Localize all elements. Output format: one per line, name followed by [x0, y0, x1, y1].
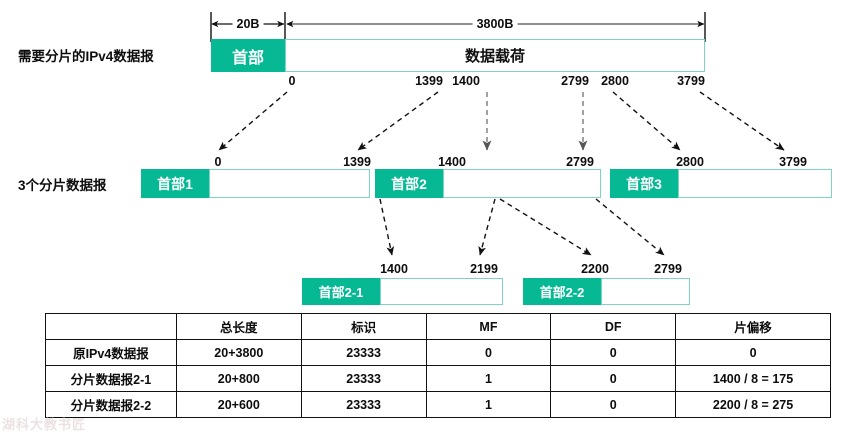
subfragment-2-end: 2799: [654, 262, 682, 276]
subfragment-1-start: 1400: [380, 262, 408, 276]
table-row-0-identification: 23333: [300, 339, 427, 366]
original-offset-1400: 1400: [452, 74, 480, 88]
fragment-1-start: 0: [214, 155, 222, 169]
table-row-1-df: 0: [550, 365, 677, 392]
table-row-0-df: 0: [550, 339, 677, 366]
table-row-1-fragment-offset: 1400 / 8 = 175: [675, 365, 831, 392]
table-row-2-total-length: 20+600: [175, 391, 302, 418]
table-header-df: DF: [550, 313, 677, 340]
table-row-0-total-length: 20+3800: [175, 339, 302, 366]
table-corner-cell: [45, 313, 177, 340]
table-row-1-mf: 1: [425, 365, 552, 392]
table-row-0-mf: 0: [425, 339, 552, 366]
table-header-mf: MF: [425, 313, 552, 340]
original-offset-0: 0: [288, 74, 296, 88]
fragment-1-payload-block: [209, 169, 370, 198]
subfragment-1-payload-block: [380, 278, 503, 305]
table-header-fragment-offset: 片偏移: [675, 313, 831, 340]
table-row-0-name: 原IPv4数据报: [45, 339, 177, 366]
fragment-2-payload-block: [443, 169, 601, 198]
original-offset-2800: 2800: [601, 74, 629, 88]
table-row: 分片数据报2-1 20+800 23333 1 0 1400 / 8 = 175: [45, 365, 831, 392]
subfragment-2-header-block: 首部2-2: [523, 278, 601, 305]
table-row: 原IPv4数据报 20+3800 23333 0 0 0: [45, 339, 831, 366]
subfragment-2-payload-block: [601, 278, 690, 305]
original-payload-block: 数据载荷: [285, 39, 705, 72]
fragment-2-bar: 首部2: [375, 169, 601, 198]
original-offset-1399: 1399: [415, 74, 443, 88]
row-label-three-fragments: 3个分片数据报: [18, 178, 107, 193]
subfragment-1-header-block: 首部2-1: [302, 278, 380, 305]
subfragment-2-header-label: 首部2-2: [539, 285, 585, 300]
table-header-total-length: 总长度: [175, 313, 302, 340]
table-row-2-name: 分片数据报2-2: [45, 391, 177, 418]
watermark: 湖科大教书匠: [2, 417, 87, 432]
table-row-2-identification: 23333: [300, 391, 427, 418]
table-header-row: 总长度 标识 MF DF 片偏移: [45, 313, 831, 340]
row-label-original-datagram: 需要分片的IPv4数据报: [18, 49, 154, 64]
table-header-identification: 标识: [300, 313, 427, 340]
original-datagram-bar: 首部 数据载荷: [211, 39, 705, 72]
fragment-3-header-block: 首部3: [610, 169, 678, 198]
original-header-block: 首部: [211, 39, 285, 72]
fragment-spec-table: 总长度 标识 MF DF 片偏移 原IPv4数据报 20+3800 23333 …: [45, 313, 831, 418]
subfragment-1-bar: 首部2-1: [302, 278, 503, 305]
dimension-label-header-size: 20B: [232, 17, 264, 31]
table-row-2-mf: 1: [425, 391, 552, 418]
fragment-1-end: 1399: [343, 155, 371, 169]
subfragment-2-bar: 首部2-2: [523, 278, 690, 305]
table-row-2-fragment-offset: 2200 / 8 = 275: [675, 391, 831, 418]
table-row-0-fragment-offset: 0: [675, 339, 831, 366]
fragment-2-start: 1400: [438, 155, 466, 169]
original-offset-2799: 2799: [561, 74, 589, 88]
fragment-1-bar: 首部1: [141, 169, 370, 198]
fragment-3-bar: 首部3: [610, 169, 832, 198]
subfragment-1-end: 2199: [470, 262, 498, 276]
fragment-2-header-block: 首部2: [375, 169, 443, 198]
fragment-2-end: 2799: [566, 155, 594, 169]
fragment-1-header-block: 首部1: [141, 169, 209, 198]
subfragment-2-start: 2200: [581, 262, 609, 276]
fragment-3-start: 2800: [676, 155, 704, 169]
table-row: 分片数据报2-2 20+600 23333 1 0 2200 / 8 = 275: [45, 391, 831, 418]
fragment-3-end: 3799: [779, 155, 807, 169]
table-row-1-total-length: 20+800: [175, 365, 302, 392]
table-row-2-df: 0: [550, 391, 677, 418]
original-offset-3799: 3799: [677, 74, 705, 88]
table-row-1-identification: 23333: [300, 365, 427, 392]
subfragment-1-header-label: 首部2-1: [318, 285, 364, 300]
table-row-1-name: 分片数据报2-1: [45, 365, 177, 392]
dimension-label-payload-size: 3800B: [472, 17, 518, 31]
fragment-3-payload-block: [678, 169, 832, 198]
